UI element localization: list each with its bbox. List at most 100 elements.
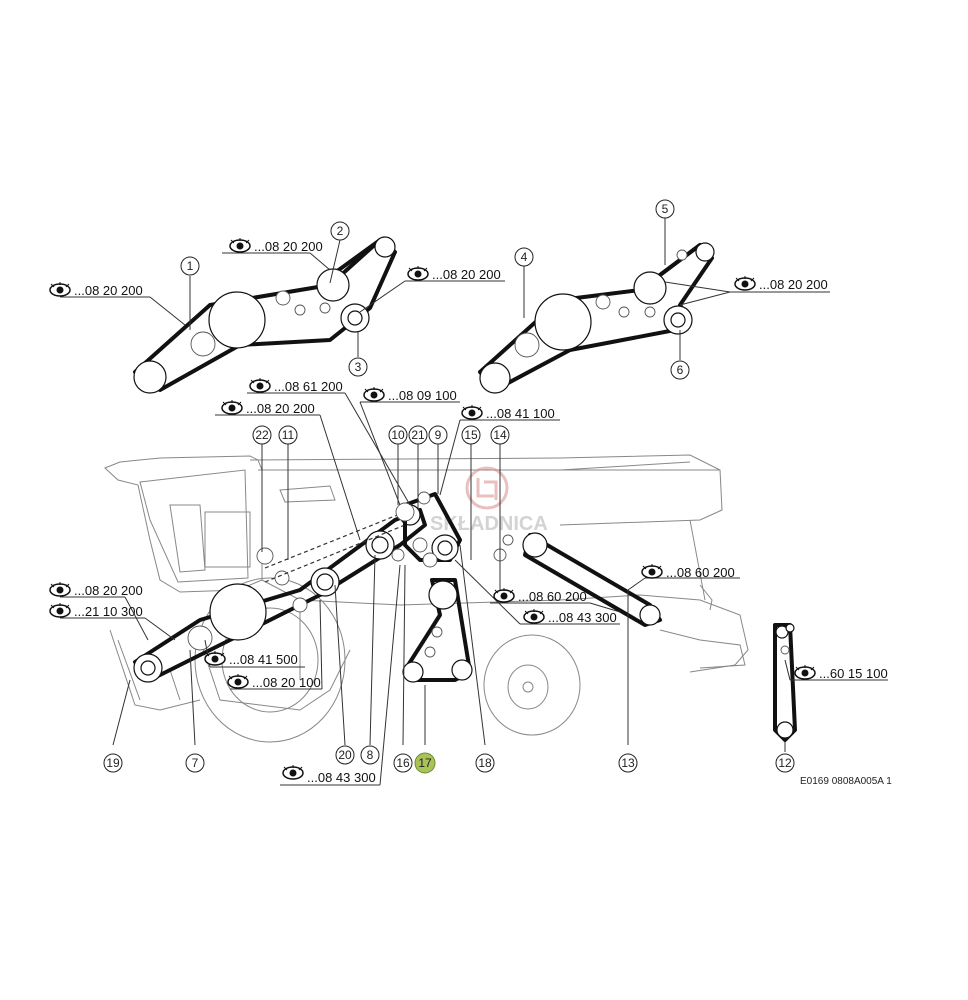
ref-text: ...60 15 100 bbox=[819, 666, 888, 681]
callout-number: 13 bbox=[621, 756, 635, 770]
belt-detail-left bbox=[133, 236, 397, 394]
ref-label-11[interactable]: ...08 41 500 bbox=[204, 651, 298, 667]
ref-text: ...08 61 200 bbox=[274, 379, 343, 394]
callout-21[interactable]: 21 bbox=[408, 425, 428, 445]
callout-number: 8 bbox=[367, 748, 374, 762]
callout-number: 15 bbox=[464, 428, 478, 442]
eye-icon bbox=[49, 282, 71, 297]
eye-icon bbox=[229, 238, 251, 253]
figure-code: E0169 0808A005A 1 bbox=[800, 776, 892, 787]
ref-text: ...08 20 200 bbox=[74, 583, 143, 598]
ref-label-1[interactable]: ...08 20 200 bbox=[49, 282, 143, 298]
ref-label-2[interactable]: ...08 20 200 bbox=[229, 238, 323, 254]
ref-label-4[interactable]: ...08 20 200 bbox=[734, 276, 828, 292]
callout-22[interactable]: 22 bbox=[252, 425, 272, 445]
ref-label-17[interactable]: ...60 15 100 bbox=[794, 665, 888, 681]
ref-text: ...08 20 200 bbox=[246, 401, 315, 416]
callout-number: 1 bbox=[187, 259, 194, 273]
callout-9[interactable]: 9 bbox=[428, 425, 448, 445]
callout-4[interactable]: 4 bbox=[514, 247, 534, 267]
callout-14[interactable]: 14 bbox=[490, 425, 510, 445]
callout-number: 17 bbox=[418, 756, 432, 770]
ref-label-10[interactable]: ...21 10 300 bbox=[49, 603, 143, 619]
callout-19[interactable]: 19 bbox=[103, 753, 123, 773]
callout-number: 20 bbox=[338, 748, 352, 762]
eye-icon bbox=[734, 276, 756, 291]
ref-label-13[interactable]: ...08 43 300 bbox=[282, 765, 376, 785]
callout-3[interactable]: 3 bbox=[348, 357, 368, 377]
callout-20[interactable]: 20 bbox=[335, 745, 355, 765]
callout-5[interactable]: 5 bbox=[655, 199, 675, 219]
callout-number: 11 bbox=[282, 428, 295, 442]
callout-18[interactable]: 18 bbox=[475, 753, 495, 773]
eye-icon bbox=[49, 582, 71, 597]
callout-number: 3 bbox=[355, 360, 362, 374]
rear-wheel bbox=[483, 634, 581, 736]
eye-icon bbox=[493, 588, 515, 603]
callout-number: 4 bbox=[521, 250, 528, 264]
eye-icon bbox=[407, 266, 429, 281]
ref-label-12[interactable]: ...08 20 100 bbox=[227, 674, 321, 690]
leader-lines bbox=[60, 218, 888, 786]
eye-icon bbox=[461, 405, 483, 420]
eye-icon bbox=[282, 765, 304, 780]
watermark-text: SKŁADNICA bbox=[430, 513, 548, 535]
eye-icon bbox=[249, 378, 271, 393]
callout-12[interactable]: 12 bbox=[775, 753, 795, 773]
callout-number: 14 bbox=[493, 428, 507, 442]
callout-number: 22 bbox=[255, 428, 269, 442]
ref-text: ...08 20 200 bbox=[254, 239, 323, 254]
ref-label-14[interactable]: ...08 60 200 bbox=[641, 564, 735, 580]
ref-text: ...08 20 200 bbox=[74, 283, 143, 298]
callout-2[interactable]: 2 bbox=[330, 221, 350, 241]
ref-text: ...08 43 300 bbox=[307, 770, 376, 785]
ref-label-9[interactable]: ...08 20 200 bbox=[49, 582, 143, 598]
eye-icon bbox=[794, 665, 816, 680]
callout-15[interactable]: 15 bbox=[461, 425, 481, 445]
eye-icon bbox=[204, 651, 226, 666]
ref-label-5[interactable]: ...08 61 200 bbox=[249, 378, 343, 394]
callout-number: 19 bbox=[106, 756, 120, 770]
ref-text: ...08 43 300 bbox=[548, 610, 617, 625]
ref-label-6[interactable]: ...08 20 200 bbox=[221, 400, 315, 416]
ref-label-7[interactable]: ...08 09 100 bbox=[363, 387, 457, 403]
belt-detail-right bbox=[478, 242, 715, 394]
callout-number: 2 bbox=[337, 224, 344, 238]
callout-number: 10 bbox=[391, 428, 405, 442]
callout-number: 21 bbox=[411, 428, 425, 442]
ref-text: ...08 20 200 bbox=[432, 267, 501, 282]
callout-number: 7 bbox=[192, 756, 199, 770]
ref-label-8[interactable]: ...08 41 100 bbox=[461, 405, 555, 421]
callout-10[interactable]: 10 bbox=[388, 425, 408, 445]
eye-icon bbox=[641, 564, 663, 579]
callout-13[interactable]: 13 bbox=[618, 753, 638, 773]
eye-icon bbox=[363, 387, 385, 402]
ref-text: ...08 60 200 bbox=[518, 589, 587, 604]
callout-1[interactable]: 1 bbox=[180, 256, 200, 276]
ref-label-3[interactable]: ...08 20 200 bbox=[407, 266, 501, 282]
ref-text: ...08 20 200 bbox=[759, 277, 828, 292]
callout-8[interactable]: 8 bbox=[360, 745, 380, 765]
callout-number: 12 bbox=[778, 756, 792, 770]
ref-text: ...08 09 100 bbox=[388, 388, 457, 403]
eye-icon bbox=[49, 603, 71, 618]
eye-icon bbox=[523, 609, 545, 624]
callout-16[interactable]: 16 bbox=[393, 753, 413, 773]
callout-6[interactable]: 6 bbox=[670, 360, 690, 380]
callout-7[interactable]: 7 bbox=[185, 753, 205, 773]
eye-icon bbox=[221, 400, 243, 415]
callout-number: 16 bbox=[396, 756, 410, 770]
ref-label-15[interactable]: ...08 60 200 bbox=[493, 588, 587, 604]
ref-text: ...08 41 500 bbox=[229, 652, 298, 667]
ref-text: ...08 60 200 bbox=[666, 565, 735, 580]
ref-label-16[interactable]: ...08 43 300 bbox=[523, 609, 617, 625]
watermark-logo: SKŁADNICA bbox=[430, 466, 548, 535]
eye-icon bbox=[227, 674, 249, 689]
belt-main-drives bbox=[133, 491, 797, 742]
ref-text: ...08 20 100 bbox=[252, 675, 321, 690]
callout-number: 18 bbox=[478, 756, 492, 770]
callout-17-highlighted[interactable]: 17 bbox=[414, 752, 436, 774]
callout-11[interactable]: 11 bbox=[278, 425, 298, 445]
callout-number: 9 bbox=[435, 428, 442, 442]
